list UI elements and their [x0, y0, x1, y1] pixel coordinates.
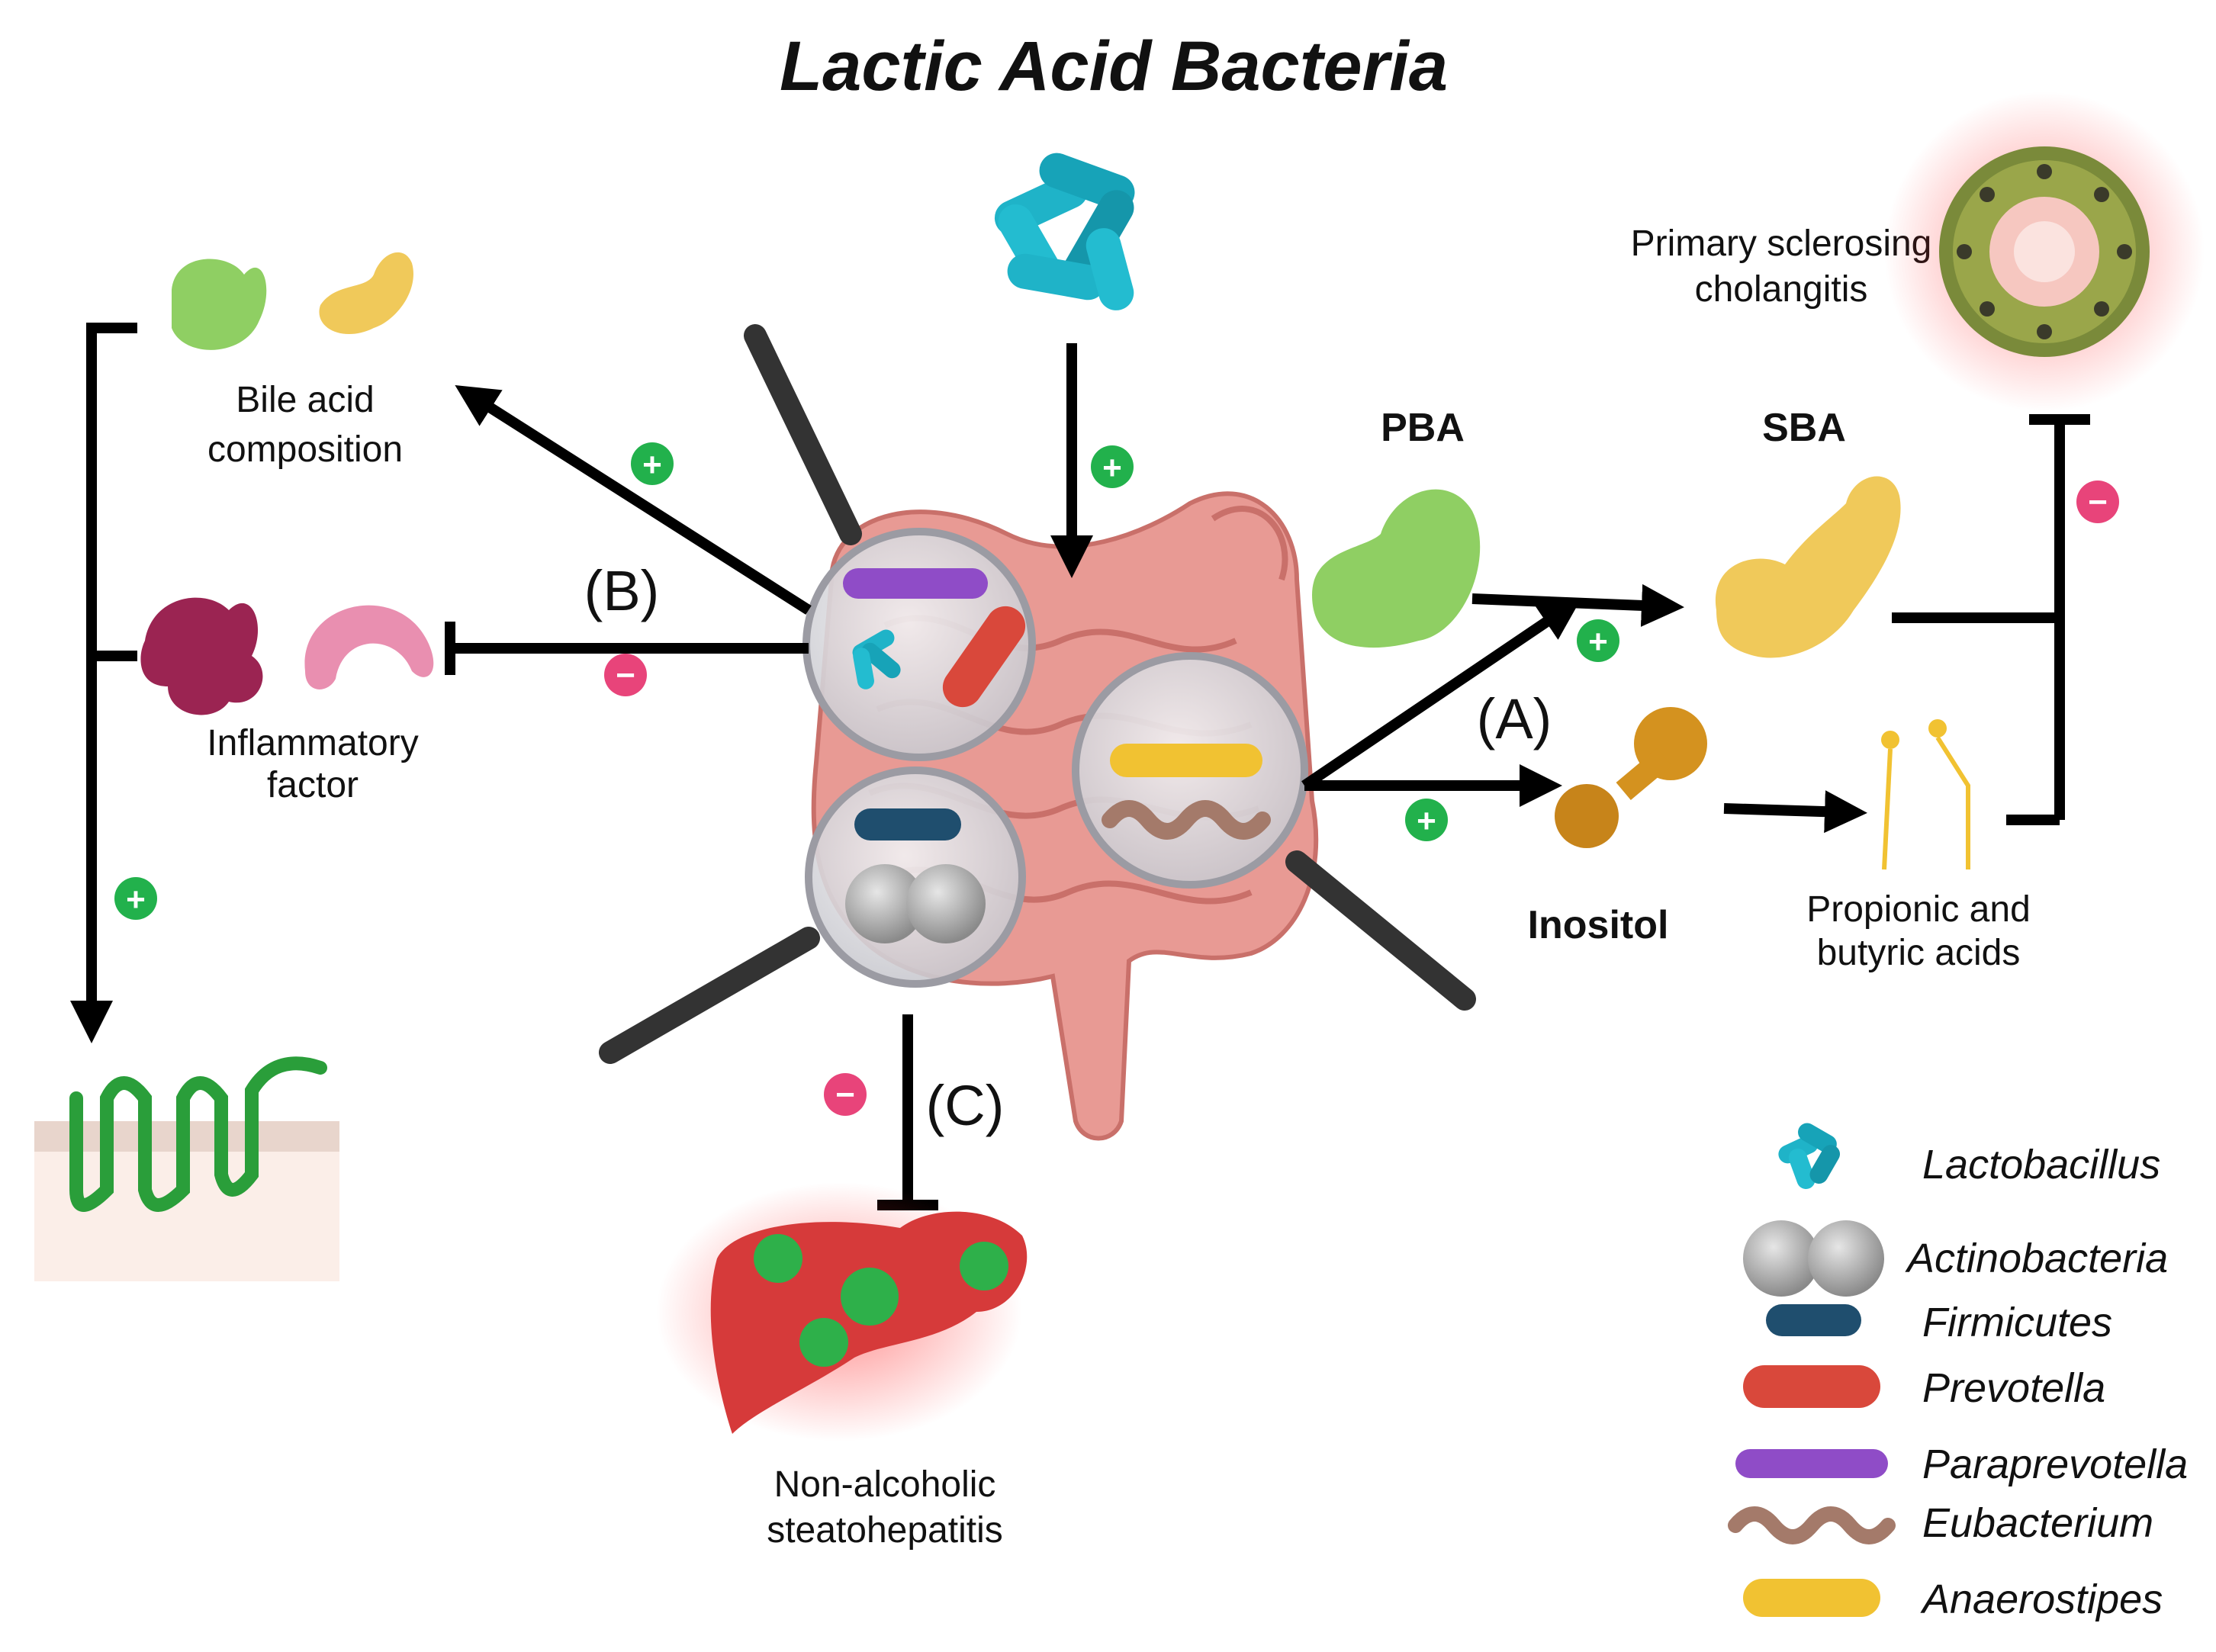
sba-icon [1715, 476, 1901, 658]
sba-label: SBA [1762, 406, 1846, 450]
bile-acid-label: Bile acid [236, 380, 374, 420]
pba-icon [1312, 489, 1481, 648]
lactobacillus-icon [1778, 1123, 1840, 1190]
lactobacillus-cluster-icon [994, 153, 1135, 310]
inhibit-sign-nash: − [824, 1073, 867, 1116]
scfa-label-2: butyric acids [1817, 933, 2021, 973]
inflammatory-label-2: factor [267, 765, 359, 805]
nash-label-2: steatohepatitis [767, 1510, 1003, 1551]
bile-duct-icon [1884, 92, 2205, 412]
inflammatory-factor-icon [140, 597, 434, 715]
anaerostipes-icon [1743, 1579, 1880, 1617]
scfa-label: Propionic and [1806, 889, 2031, 930]
svg-text:Eubacterium: Eubacterium [1922, 1500, 2153, 1546]
paraprevotella-icon [1735, 1449, 1888, 1478]
arrow-inositol-to-scfa [1723, 790, 1867, 834]
svg-text:Paraprevotella: Paraprevotella [1922, 1441, 2188, 1487]
svg-text:Lactobacillus: Lactobacillus [1922, 1142, 2160, 1188]
legend-item-eubacterium: Eubacterium [1728, 1500, 2153, 1546]
legend-item-anaerostipes: Anaerostipes [1743, 1576, 2163, 1622]
svg-text:+: + [1588, 623, 1608, 660]
firmicutes-icon [1766, 1304, 1861, 1336]
promote-sign-sba: + [1577, 619, 1619, 662]
actinobacteria-icon [1743, 1220, 1884, 1297]
svg-text:+: + [1102, 449, 1122, 487]
promote-sign-lacto: + [1091, 445, 1134, 488]
inositol-icon [1555, 707, 1707, 848]
left-bracket [70, 323, 137, 1043]
inhibit-sign-psc: − [2076, 480, 2119, 523]
svg-text:−: − [835, 1076, 855, 1114]
bile-acid-icon [172, 252, 413, 350]
arrow-to-sba-junction [1301, 598, 1582, 790]
svg-text:+: + [642, 446, 662, 484]
magnifier-left-bottom [599, 767, 1026, 1064]
svg-text:Firmicutes: Firmicutes [1922, 1300, 2112, 1345]
svg-text:−: − [616, 657, 635, 694]
svg-text:Prevotella: Prevotella [1922, 1365, 2105, 1411]
svg-text:+: + [126, 881, 146, 918]
pathway-mark-b: (B) [584, 559, 660, 622]
nash-label: Non-alcoholic [774, 1464, 996, 1505]
legend-item-prevotella: Prevotella [1743, 1365, 2105, 1411]
inhibit-inflammatory [445, 622, 809, 675]
psc-label: Primary sclerosing [1631, 223, 1932, 264]
inflammatory-label: Inflammatory [207, 723, 418, 763]
legend-item-lactobacillus: Lactobacillus [1778, 1123, 2160, 1190]
promote-sign-bile: + [631, 442, 674, 485]
svg-text:+: + [1417, 802, 1436, 840]
inositol-label: Inositol [1528, 903, 1669, 947]
svg-text:Actinobacteria: Actinobacteria [1905, 1236, 2168, 1281]
legend-item-paraprevotella: Paraprevotella [1735, 1441, 2188, 1487]
legend-item-actinobacteria: Actinobacteria [1743, 1220, 2168, 1297]
prevotella-icon [1743, 1365, 1880, 1408]
tight-junction-icon [34, 1056, 339, 1281]
svg-text:−: − [2088, 484, 2108, 521]
promote-sign-barrier: + [114, 877, 157, 920]
arrow-pba-to-sba [1471, 583, 1684, 627]
arrow-to-bile-acid [455, 384, 812, 615]
promote-sign-inositol: + [1405, 799, 1448, 841]
liver-icon [656, 1182, 1028, 1441]
psc-label-2: cholangitis [1695, 269, 1868, 310]
inhibit-psc-bracket [1892, 414, 2090, 825]
legend-item-firmicutes: Firmicutes [1766, 1300, 2112, 1345]
scfa-icon [1881, 719, 1970, 870]
pba-label: PBA [1381, 406, 1465, 450]
eubacterium-icon [1728, 1506, 1896, 1544]
bile-acid-label-2: composition [207, 429, 403, 470]
svg-text:Anaerostipes: Anaerostipes [1920, 1576, 2163, 1622]
pathway-mark-a: (A) [1477, 687, 1552, 750]
pathway-mark-c: (C) [926, 1074, 1005, 1137]
magnifier-right [1072, 652, 1476, 1011]
legend: Lactobacillus Actinobacteria Firmicutes … [1728, 1123, 2188, 1622]
inhibit-sign-inflammatory: − [604, 654, 647, 696]
figure-title: Lactic Acid Bacteria [780, 27, 1448, 105]
